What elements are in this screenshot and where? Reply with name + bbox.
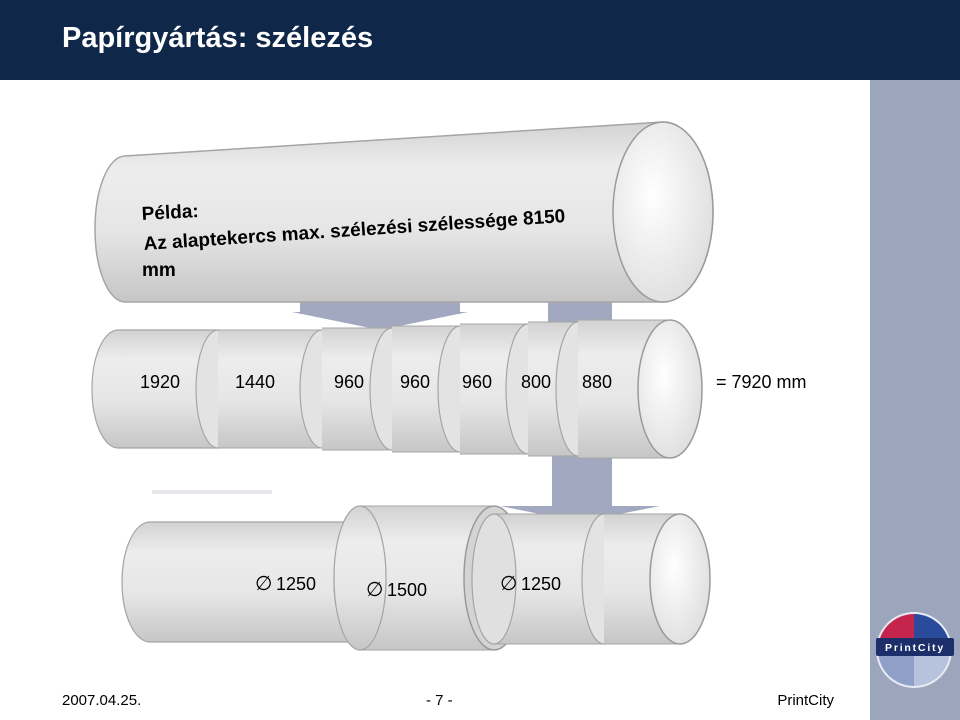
diameter-symbol-2: ∅ [366, 579, 383, 601]
footer-page-number: - 7 - [426, 692, 453, 709]
parent-roll-label-3: mm [142, 260, 176, 281]
width-label-4: 960 [400, 372, 430, 392]
footer-brand: PrintCity [777, 692, 834, 709]
diameter-label-1: 1250 [276, 574, 316, 594]
printcity-logo: PrintCity [876, 612, 954, 688]
diameter-symbol-3: ∅ [500, 573, 517, 595]
total-width-label: = 7920 mm [716, 372, 807, 392]
width-label-7: 880 [582, 372, 612, 392]
diameter-rolls [121, 505, 711, 651]
width-label-2: 1440 [235, 372, 275, 392]
width-label-6: 800 [521, 372, 551, 392]
parent-roll [94, 121, 714, 303]
slide-title: Papírgyártás: szélezés [62, 22, 374, 54]
footer-date: 2007.04.25. [62, 692, 142, 709]
width-label-3: 960 [334, 372, 364, 392]
diameter-label-2: 1500 [387, 580, 427, 600]
header-bar [0, 0, 960, 80]
width-label-5: 960 [462, 372, 492, 392]
logo-text: PrintCity [885, 642, 945, 654]
diameter-symbol-1: ∅ [255, 573, 272, 595]
diameter-label-3: 1250 [521, 574, 561, 594]
width-label-1: 1920 [140, 372, 180, 392]
parent-roll-label-1: Példa: [141, 201, 199, 225]
slit-rolls [91, 319, 703, 459]
